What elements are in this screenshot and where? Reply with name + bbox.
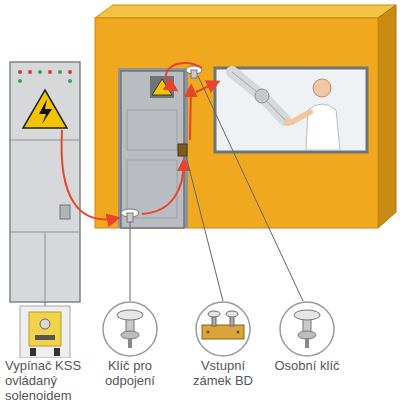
key-symbol	[117, 310, 143, 348]
key-bit	[305, 338, 309, 348]
indicator-light	[38, 70, 42, 74]
door-leaf	[121, 71, 184, 228]
key-shaft	[191, 70, 197, 78]
door-lock	[178, 144, 187, 156]
operator-arm	[292, 112, 310, 122]
callout-circle	[280, 302, 334, 356]
door-panel	[127, 110, 177, 150]
handshake	[284, 118, 292, 126]
enclosure-top	[95, 5, 396, 18]
robot-cell-enclosure	[95, 5, 396, 228]
leader-line	[186, 156, 223, 301]
callout-label: Osobní klíč	[262, 358, 352, 373]
device-callout: Vypínač KSS ovládaný solenoidem	[2, 303, 92, 403]
callout-label: Klíč pro odpojení	[90, 358, 170, 388]
operator-head	[313, 79, 331, 97]
lock-symbol	[202, 311, 244, 339]
callout-circle	[103, 302, 157, 356]
cable-gland	[30, 348, 36, 356]
indicator-light	[48, 70, 52, 74]
kss-symbol	[20, 306, 70, 358]
key-shaft	[127, 213, 133, 222]
lock-key-head	[226, 311, 238, 317]
lightning-bolt	[39, 99, 52, 124]
callout-label: Vstupní zámek BD	[183, 358, 263, 388]
callout-picture	[183, 300, 263, 358]
cable-gland	[54, 348, 60, 356]
callout-picture	[2, 303, 92, 358]
callout-circle	[196, 302, 250, 356]
leader-line	[130, 222, 131, 301]
lock-screw	[207, 331, 210, 334]
device-photo	[20, 306, 70, 358]
key-collar	[298, 331, 316, 339]
key-symbol	[294, 310, 320, 348]
cell-door	[118, 68, 188, 228]
leader-line	[198, 76, 303, 301]
key-slot	[40, 319, 50, 329]
callout-picture	[262, 300, 352, 358]
personal-key	[186, 66, 202, 78]
cabinet-switch	[60, 205, 70, 219]
indicator-light	[18, 79, 22, 83]
warning-sign	[152, 79, 172, 95]
key-head	[117, 310, 143, 320]
transfer-arrow	[196, 82, 218, 92]
door-frame	[118, 68, 188, 228]
indicator-light	[68, 70, 72, 74]
transfer-arrow	[166, 63, 202, 90]
key-transfer-arrows	[62, 63, 218, 219]
electrical-cabinet	[10, 62, 80, 302]
lock-body	[202, 325, 244, 339]
transfer-arrow	[142, 160, 184, 214]
cabinet-divider	[10, 140, 80, 141]
callout-label: Vypínač KSS ovládaný solenoidem	[2, 358, 92, 403]
callout-picture	[90, 300, 170, 358]
key-collar	[121, 331, 139, 339]
high-voltage-sign	[23, 90, 67, 128]
component-callout: Klíč pro odpojení	[90, 300, 170, 388]
lock-screw	[237, 331, 240, 334]
indicator-light	[28, 70, 32, 74]
enclosure-side	[378, 5, 396, 228]
indicator-light	[58, 70, 62, 74]
door-sign	[150, 76, 174, 98]
release-key	[121, 209, 139, 222]
component-callout: Vstupní zámek BD	[183, 300, 263, 388]
component-callout: Osobní klíč	[262, 300, 352, 373]
robot-joint	[255, 89, 269, 103]
switch-plate	[35, 335, 55, 340]
robot-arm-edge	[232, 72, 285, 120]
cabinet-body	[10, 62, 80, 302]
switch-housing	[29, 312, 61, 346]
leader-line	[45, 302, 46, 306]
indicator-light	[68, 79, 72, 83]
key-bit	[128, 338, 132, 348]
leader-lines	[45, 76, 303, 306]
cell-window	[215, 68, 367, 152]
enclosure-front	[95, 18, 378, 228]
robot-arm	[232, 72, 285, 120]
cabinet-divider	[45, 232, 46, 302]
transfer-arrow	[190, 86, 191, 140]
key-head	[294, 310, 320, 320]
transfer-arrow	[62, 130, 118, 219]
lock-key-head	[208, 311, 220, 317]
window-frame	[215, 68, 367, 152]
indicator-light	[18, 70, 22, 74]
